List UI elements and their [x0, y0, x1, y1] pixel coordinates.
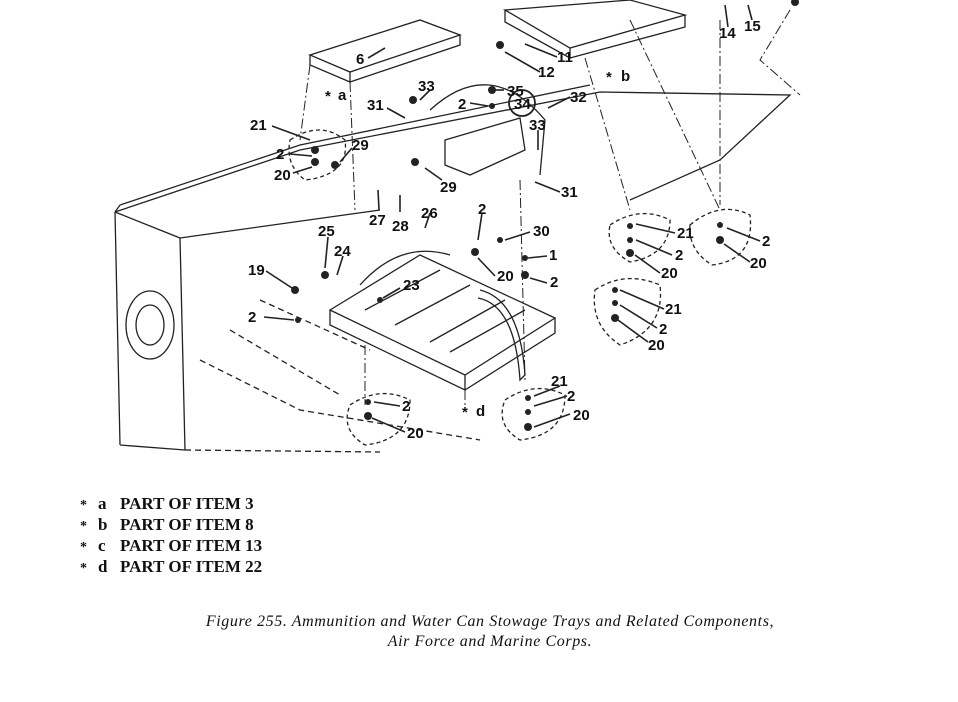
callout-33: 33 [418, 78, 435, 95]
wheel-well-cover [125, 290, 175, 360]
vehicle-body-outline [114, 91, 792, 451]
legend-star: * [80, 540, 87, 555]
callout-20: 20 [573, 407, 590, 424]
legend-text: PART OF ITEM 8 [120, 515, 254, 534]
circled-callout-34 [508, 89, 536, 117]
callout-20: 20 [648, 337, 665, 354]
legend-letter: a [98, 494, 107, 513]
leader-lines [263, 4, 761, 433]
callout-2: 2 [550, 274, 558, 291]
callout-27: 27 [369, 212, 386, 229]
mount-plate-left [288, 129, 347, 181]
fasteners [291, 0, 799, 431]
part-mark-d-star: * [462, 404, 468, 421]
vehicle-top-edge [114, 84, 591, 213]
strap-26 [359, 250, 451, 286]
callout-labels: 6 11 12 14 15 33 2 35 34 32 31 21 2 20 2… [248, 18, 770, 442]
callout-2: 2 [659, 321, 667, 338]
vehicle-floor-outline [184, 299, 481, 453]
figure-caption: Figure 255. Ammunition and Water Can Sto… [130, 612, 850, 652]
callout-2: 2 [402, 398, 410, 415]
upper-tray-a [308, 19, 462, 83]
part-mark-b-star: * [606, 69, 612, 86]
callout-21: 21 [677, 225, 694, 242]
callout-23: 23 [403, 277, 420, 294]
callout-34: 34 [514, 96, 531, 113]
legend-letter: c [98, 536, 106, 555]
callout-31: 31 [367, 97, 384, 114]
legend-text: PART OF ITEM 13 [120, 536, 263, 555]
callout-2: 2 [458, 96, 466, 113]
callout-14: 14 [719, 25, 736, 42]
upper-tray-b [502, 0, 688, 60]
callout-12: 12 [538, 64, 555, 81]
part-marks: * a * b * d [325, 68, 630, 421]
callout-19: 19 [248, 262, 265, 279]
diagram-artwork [114, 0, 801, 453]
callout-2: 2 [276, 146, 284, 163]
caption-line-1: Figure 255. Ammunition and Water Can Sto… [205, 613, 775, 630]
mount-plate-bottom-mid [501, 387, 566, 441]
mount-plate-right-mid [593, 277, 662, 346]
callout-2: 2 [478, 201, 486, 218]
legend-row: * b PART OF ITEM 8 [80, 515, 262, 536]
callout-2: 2 [675, 247, 683, 264]
legend-row: * d PART OF ITEM 22 [80, 557, 262, 578]
callout-35: 35 [507, 83, 524, 100]
part-mark-a-letter: a [338, 87, 347, 104]
callout-21: 21 [551, 373, 568, 390]
callout-20: 20 [274, 167, 291, 184]
callout-25: 25 [318, 223, 335, 240]
legend-text: PART OF ITEM 22 [120, 557, 263, 576]
item-legend: * a PART OF ITEM 3 * b PART OF ITEM 8 * … [80, 494, 262, 578]
mount-plate-mid-right [608, 212, 671, 263]
callout-32: 32 [570, 89, 587, 106]
strap-d [477, 289, 526, 382]
caption-line-2: Air Force and Marine Corps. [387, 633, 593, 650]
callout-2: 2 [567, 388, 575, 405]
legend-star: * [80, 519, 87, 534]
callout-29: 29 [352, 137, 369, 154]
callout-28: 28 [392, 218, 409, 235]
callout-20: 20 [750, 255, 767, 272]
lower-tray-d [328, 254, 557, 392]
callout-15: 15 [744, 18, 761, 35]
part-mark-b-letter: b [621, 68, 630, 85]
legend-letter: b [98, 515, 108, 534]
legend-star: * [80, 561, 87, 576]
callout-24: 24 [334, 243, 351, 260]
callout-26: 26 [421, 205, 438, 222]
callout-20: 20 [661, 265, 678, 282]
callout-29: 29 [440, 179, 457, 196]
callout-20: 20 [497, 268, 514, 285]
callout-21: 21 [665, 301, 682, 318]
legend-row: * a PART OF ITEM 3 [80, 494, 262, 515]
legend-row: * c PART OF ITEM 13 [80, 536, 262, 557]
bracket-assembly [444, 117, 526, 176]
callout-2: 2 [248, 309, 256, 326]
callout-2: 2 [762, 233, 770, 250]
callout-31: 31 [561, 184, 578, 201]
legend-text: PART OF ITEM 3 [120, 494, 254, 513]
part-mark-a-star: * [325, 88, 331, 105]
callout-30: 30 [533, 223, 550, 240]
callout-20: 20 [407, 425, 424, 442]
alignment-lines [299, 9, 801, 405]
exploded-parts-diagram: 6 11 12 14 15 33 2 35 34 32 31 21 2 20 2… [114, 0, 801, 453]
callout-1: 1 [549, 247, 557, 264]
part-mark-d-letter: d [476, 403, 485, 420]
callout-33: 33 [529, 117, 546, 134]
legend-letter: d [98, 557, 108, 576]
callout-21: 21 [250, 117, 267, 134]
strap-32 [429, 84, 546, 176]
legend-star: * [80, 498, 87, 513]
mount-plate-bottom-left [346, 392, 411, 446]
callout-11: 11 [557, 49, 573, 66]
callout-6: 6 [356, 51, 364, 68]
